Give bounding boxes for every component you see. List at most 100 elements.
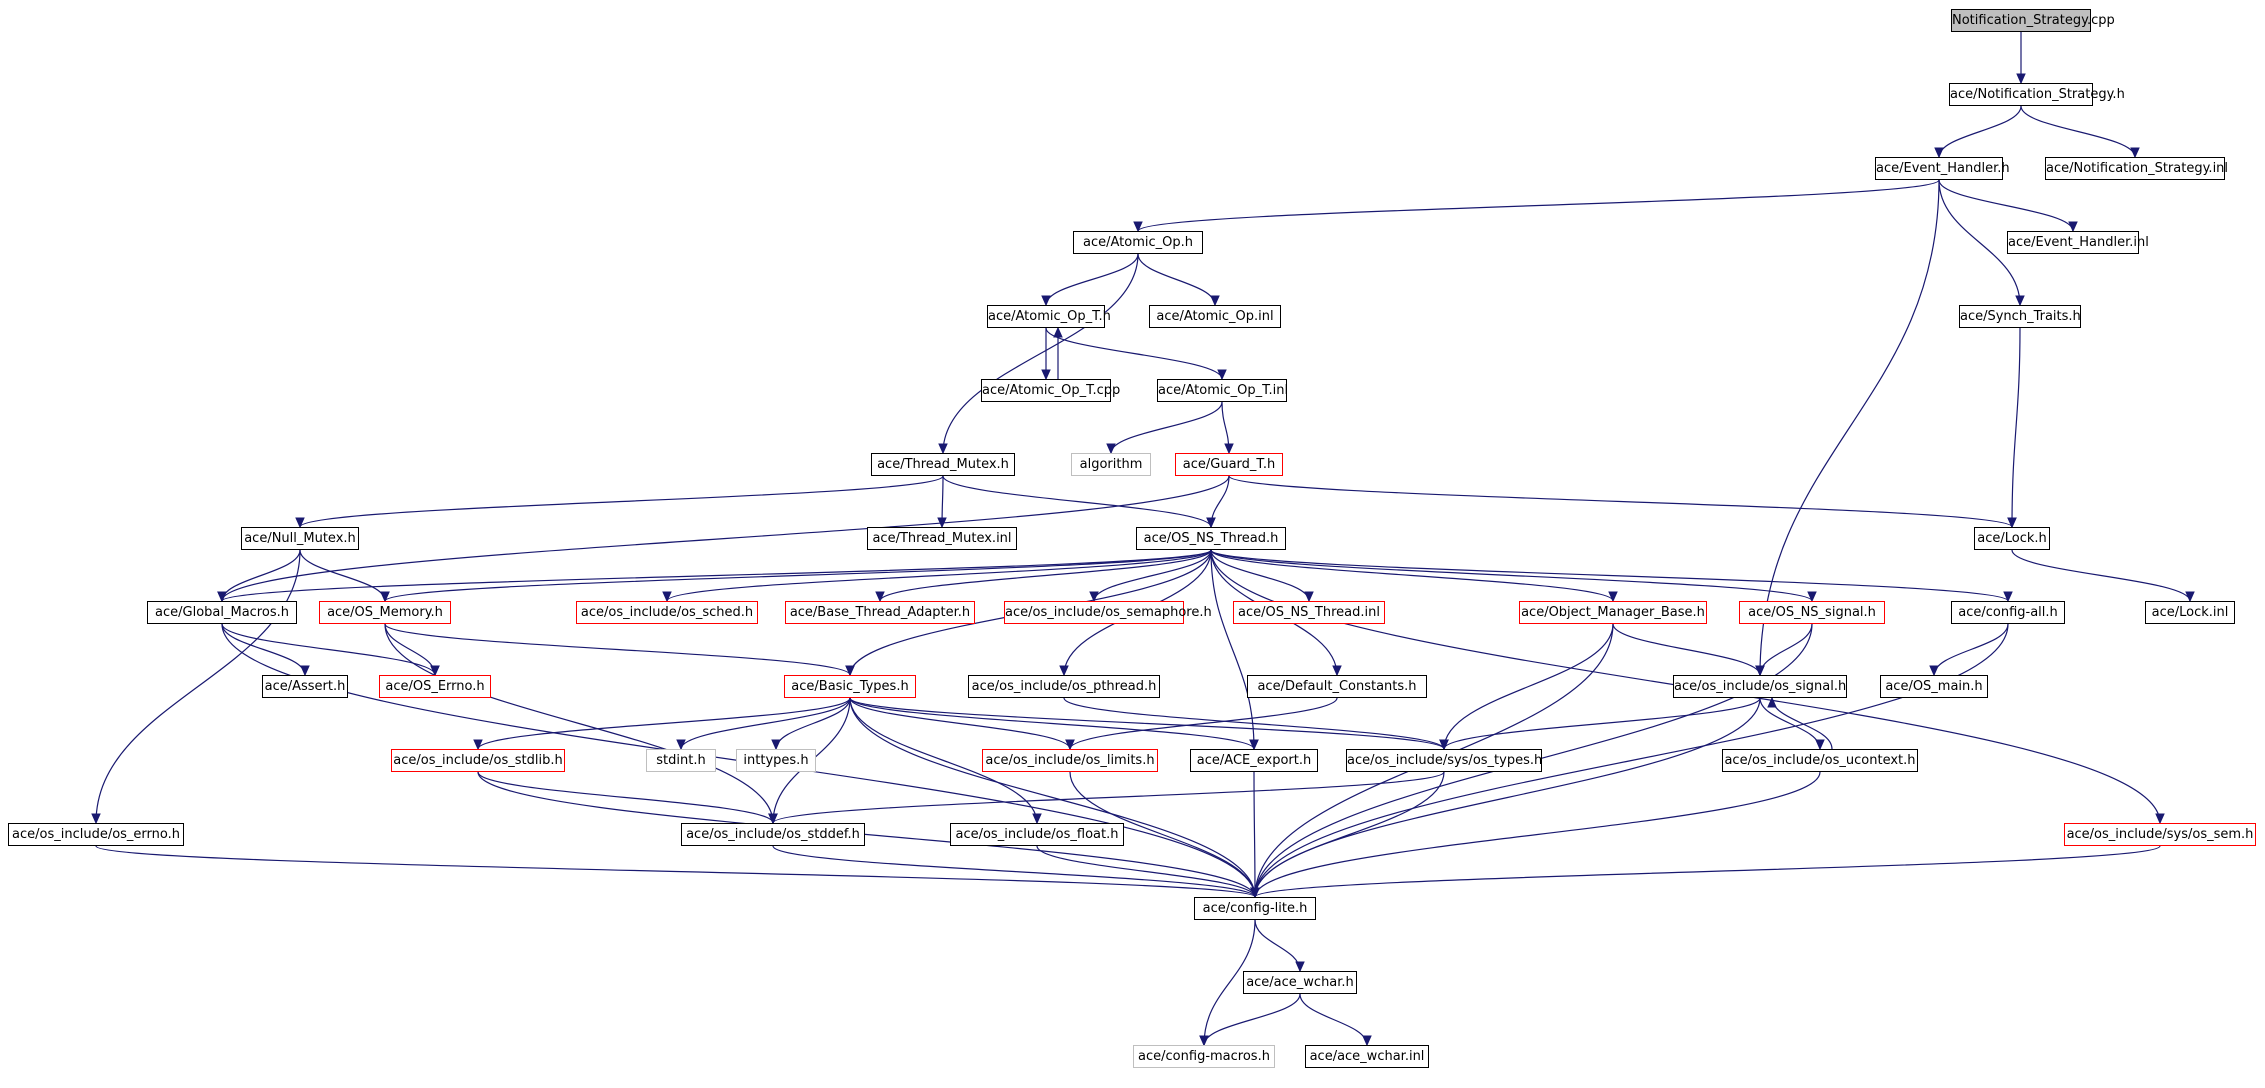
arrowhead-n33-n41 — [1815, 739, 1825, 751]
arrowhead-n47-n49 — [1362, 1035, 1372, 1047]
node-ace-os-include-os-errno-h[interactable]: ace/os_include/os_errno.h — [8, 823, 184, 846]
node-ace-notification-strategy-h[interactable]: ace/Notification_Strategy.h — [1949, 83, 2125, 106]
arrowhead-n30-n35 — [473, 739, 483, 751]
node-ace-null-mutex-h[interactable]: ace/Null_Mutex.h — [241, 527, 359, 550]
node-ace-os-include-os-float-h[interactable]: ace/os_include/os_float.h — [950, 823, 1124, 846]
node-ace-os-include-os-signal-h[interactable]: ace/os_include/os_signal.h — [1673, 675, 1847, 698]
node-ace-os-include-sys-os-types-h[interactable]: ace/os_include/sys/os_types.h — [1346, 749, 1542, 772]
node-notification-strategy-cpp[interactable]: Notification_Strategy.cpp — [1951, 9, 2115, 32]
node-ace-atomic-op-inl[interactable]: ace/Atomic_Op.inl — [1149, 305, 1281, 328]
edge-n6-n10 — [1045, 327, 1223, 380]
node-ace-thread-mutex-inl[interactable]: ace/Thread_Mutex.inl — [867, 527, 1017, 550]
node-ace-os-ns-signal-h[interactable]: ace/OS_NS_signal.h — [1739, 601, 1885, 624]
node-ace-os-ns-thread-h[interactable]: ace/OS_NS_Thread.h — [1136, 527, 1286, 550]
edge-n41-n46 — [1254, 771, 1821, 898]
node-ace-config-macros-h[interactable]: ace/config-macros.h — [1133, 1045, 1275, 1068]
node-ace-atomic-op-t-inl[interactable]: ace/Atomic_Op_T.inl — [1157, 379, 1288, 402]
arrowhead-n16-n18 — [217, 591, 227, 603]
arrowhead-n0-n1 — [2016, 73, 2026, 85]
node-ace-ace-wchar-inl[interactable]: ace/ace_wchar.inl — [1305, 1045, 1429, 1068]
node-ace-synch-traits-h[interactable]: ace/Synch_Traits.h — [1959, 305, 2081, 328]
node-ace-default-constants-h[interactable]: ace/Default_Constants.h — [1247, 675, 1427, 698]
arrowhead-n45-n46 — [1250, 887, 1260, 899]
node-ace-base-thread-adapter-h[interactable]: ace/Base_Thread_Adapter.h — [785, 601, 975, 624]
node-ace-os-include-os-limits-h[interactable]: ace/os_include/os_limits.h — [982, 749, 1158, 772]
arrowhead-n16-n22 — [1089, 591, 1099, 603]
node-ace-config-lite-h[interactable]: ace/config-lite.h — [1194, 897, 1316, 920]
arrowhead-n10-n13 — [1224, 443, 1234, 455]
node-ace-thread-mutex-h[interactable]: ace/Thread_Mutex.h — [871, 453, 1015, 476]
arrowhead-n40-n43 — [768, 813, 778, 825]
arrowhead-n16-n19 — [380, 591, 390, 603]
arrowhead-n13-n17 — [2007, 517, 2017, 529]
arrowhead-n1-n3 — [2130, 147, 2140, 159]
arrowhead-n16-n31 — [1059, 665, 1069, 677]
node-ace-lock-h[interactable]: ace/Lock.h — [1974, 527, 2050, 550]
arrowhead-n33-n40 — [1439, 739, 1449, 751]
arrowhead-n16-n32 — [1332, 665, 1342, 677]
arrowhead-n4-n7 — [1210, 295, 1220, 307]
edge-n16-n22 — [1093, 549, 1212, 602]
node-ace-atomic-op-t-h[interactable]: ace/Atomic_Op_T.h — [987, 305, 1111, 328]
node-ace-atomic-op-t-cpp[interactable]: ace/Atomic_Op_T.cpp — [981, 379, 1120, 402]
edge-n24-n40 — [1443, 623, 1614, 750]
node-ace-ace-export-h[interactable]: ace/ACE_export.h — [1190, 749, 1318, 772]
edge-n35-n46 — [477, 771, 1256, 898]
node-ace-os-include-os-ucontext-h[interactable]: ace/os_include/os_ucontext.h — [1722, 749, 1918, 772]
edge-n16-n23 — [1210, 549, 1310, 602]
node-ace-object-manager-base-h[interactable]: ace/Object_Manager_Base.h — [1519, 601, 1707, 624]
arrowhead-n12-n14 — [295, 517, 305, 529]
arrowhead-n47-n48 — [1199, 1035, 1209, 1047]
node-ace-ace-wchar-h[interactable]: ace/ace_wchar.h — [1243, 971, 1357, 994]
node-ace-event-handler-h[interactable]: ace/Event_Handler.h — [1875, 157, 2010, 180]
arrowhead-n16-n23 — [1304, 591, 1314, 603]
edge-n30-n37 — [775, 697, 851, 750]
edge-n40-n43 — [772, 771, 1445, 824]
edge-n30-n38 — [849, 697, 1071, 750]
node-ace-global-macros-h[interactable]: ace/Global_Macros.h — [147, 601, 297, 624]
edge-n47-n48 — [1203, 993, 1301, 1046]
edge-n12-n16 — [942, 475, 1212, 528]
edge-n30-n36 — [680, 697, 851, 750]
node-ace-os-errno-h[interactable]: ace/OS_Errno.h — [379, 675, 491, 698]
node-ace-atomic-op-h[interactable]: ace/Atomic_Op.h — [1073, 231, 1203, 254]
node-ace-config-all-h[interactable]: ace/config-all.h — [1951, 601, 2065, 624]
node-ace-os-ns-thread-inl[interactable]: ace/OS_NS_Thread.inl — [1233, 601, 1385, 624]
edge-n2-n4 — [1137, 179, 1940, 232]
node-ace-os-include-sys-os-sem-h[interactable]: ace/os_include/sys/os_sem.h — [2064, 823, 2256, 846]
node-stdint-h[interactable]: stdint.h — [646, 749, 716, 772]
node-ace-os-include-os-semaphore-h[interactable]: ace/os_include/os_semaphore.h — [1004, 601, 1212, 624]
arrowhead-n2-n4 — [1133, 221, 1143, 233]
node-ace-assert-h[interactable]: ace/Assert.h — [262, 675, 348, 698]
node-ace-event-handler-inl[interactable]: ace/Event_Handler.inl — [2007, 231, 2149, 254]
arrowhead-n16-n20 — [662, 591, 672, 603]
edge-n14-n42 — [95, 549, 301, 824]
edge-n30-n39 — [849, 697, 1255, 750]
edge-n18-n29 — [221, 623, 436, 676]
arrowhead-n41-n33 — [1767, 696, 1777, 708]
node-ace-basic-types-h[interactable]: ace/Basic_Types.h — [784, 675, 916, 698]
node-ace-os-memory-h[interactable]: ace/OS_Memory.h — [319, 601, 451, 624]
edge-n16-n25 — [1210, 549, 1813, 602]
arrowhead-n6-n10 — [1217, 369, 1227, 381]
node-ace-guard-t-h[interactable]: ace/Guard_T.h — [1175, 453, 1283, 476]
node-inttypes-h[interactable]: inttypes.h — [736, 749, 816, 772]
edge-n2-n33 — [1759, 179, 1940, 676]
node-ace-os-include-os-pthread-h[interactable]: ace/os_include/os_pthread.h — [968, 675, 1160, 698]
edge-n16-n26 — [1210, 549, 2009, 602]
edge-n47-n49 — [1299, 993, 1368, 1046]
edge-n1-n2 — [1938, 105, 2022, 158]
edge-n12-n14 — [299, 475, 944, 528]
arrowhead-n16-n25 — [1807, 591, 1817, 603]
node-ace-os-include-os-sched-h[interactable]: ace/os_include/os_sched.h — [576, 601, 758, 624]
edge-n8-n17 — [2011, 327, 2021, 528]
node-algorithm[interactable]: algorithm — [1071, 453, 1151, 476]
edge-n16-n18 — [221, 549, 1212, 602]
node-ace-notification-strategy-inl[interactable]: ace/Notification_Strategy.inl — [2045, 157, 2228, 180]
node-ace-os-include-os-stddef-h[interactable]: ace/os_include/os_stddef.h — [681, 823, 865, 846]
node-ace-lock-inl[interactable]: ace/Lock.inl — [2145, 601, 2235, 624]
node-ace-os-include-os-stdlib-h[interactable]: ace/os_include/os_stdlib.h — [391, 749, 565, 772]
node-ace-os-main-h[interactable]: ace/OS_main.h — [1880, 675, 1988, 698]
edge-n33-n40 — [1443, 697, 1761, 750]
